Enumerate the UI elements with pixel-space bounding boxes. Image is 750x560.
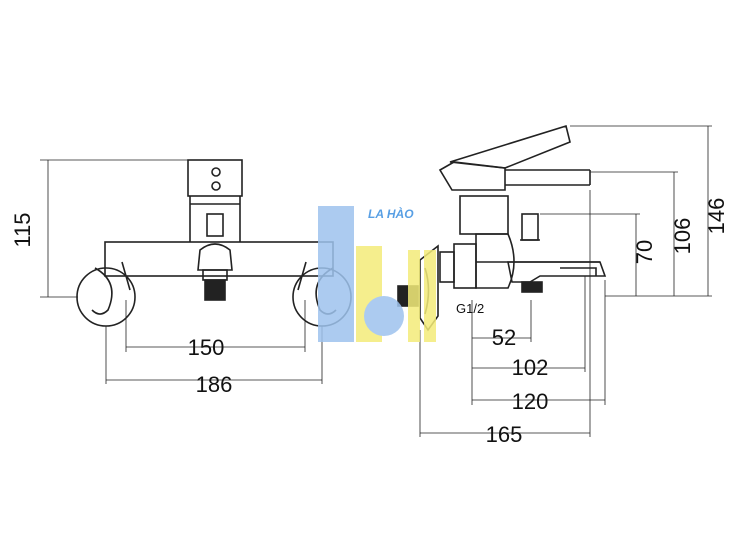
width-dim-150: 150 <box>188 335 225 360</box>
watermark-logo: LA HÀO <box>318 206 436 342</box>
logo-dot <box>364 296 404 336</box>
main-body <box>104 241 334 277</box>
front-view: 115 150 186 <box>10 159 352 397</box>
dim-120: 120 <box>512 389 549 414</box>
watermark-text: LA HÀO <box>368 206 414 221</box>
dim-165: 165 <box>486 422 523 447</box>
handle-hole <box>211 167 221 177</box>
outlet-thread <box>204 279 226 301</box>
spout <box>507 261 607 283</box>
dim-102: 102 <box>512 355 549 380</box>
handle-cap <box>187 159 243 197</box>
handle-hole <box>211 181 221 191</box>
dim-52: 52 <box>492 325 516 350</box>
logo-bar-blue <box>318 206 354 342</box>
logo-bar-yellow-small <box>424 250 436 342</box>
side-view: G1/2 52 102 120 165 70 106 146 <box>397 124 729 447</box>
side-body <box>475 233 515 289</box>
shower-outlet <box>521 281 543 293</box>
lever-arm <box>449 124 571 169</box>
lever-base <box>438 161 506 191</box>
dim-146: 146 <box>704 198 729 235</box>
width-dim-186: 186 <box>196 372 233 397</box>
logo-bar-yellow-small <box>408 250 420 342</box>
thread-label: G1/2 <box>456 301 484 316</box>
height-dim-115: 115 <box>10 212 35 247</box>
dim-106: 106 <box>670 218 695 255</box>
diverter-knob <box>521 213 539 241</box>
dim-70: 70 <box>632 240 657 264</box>
